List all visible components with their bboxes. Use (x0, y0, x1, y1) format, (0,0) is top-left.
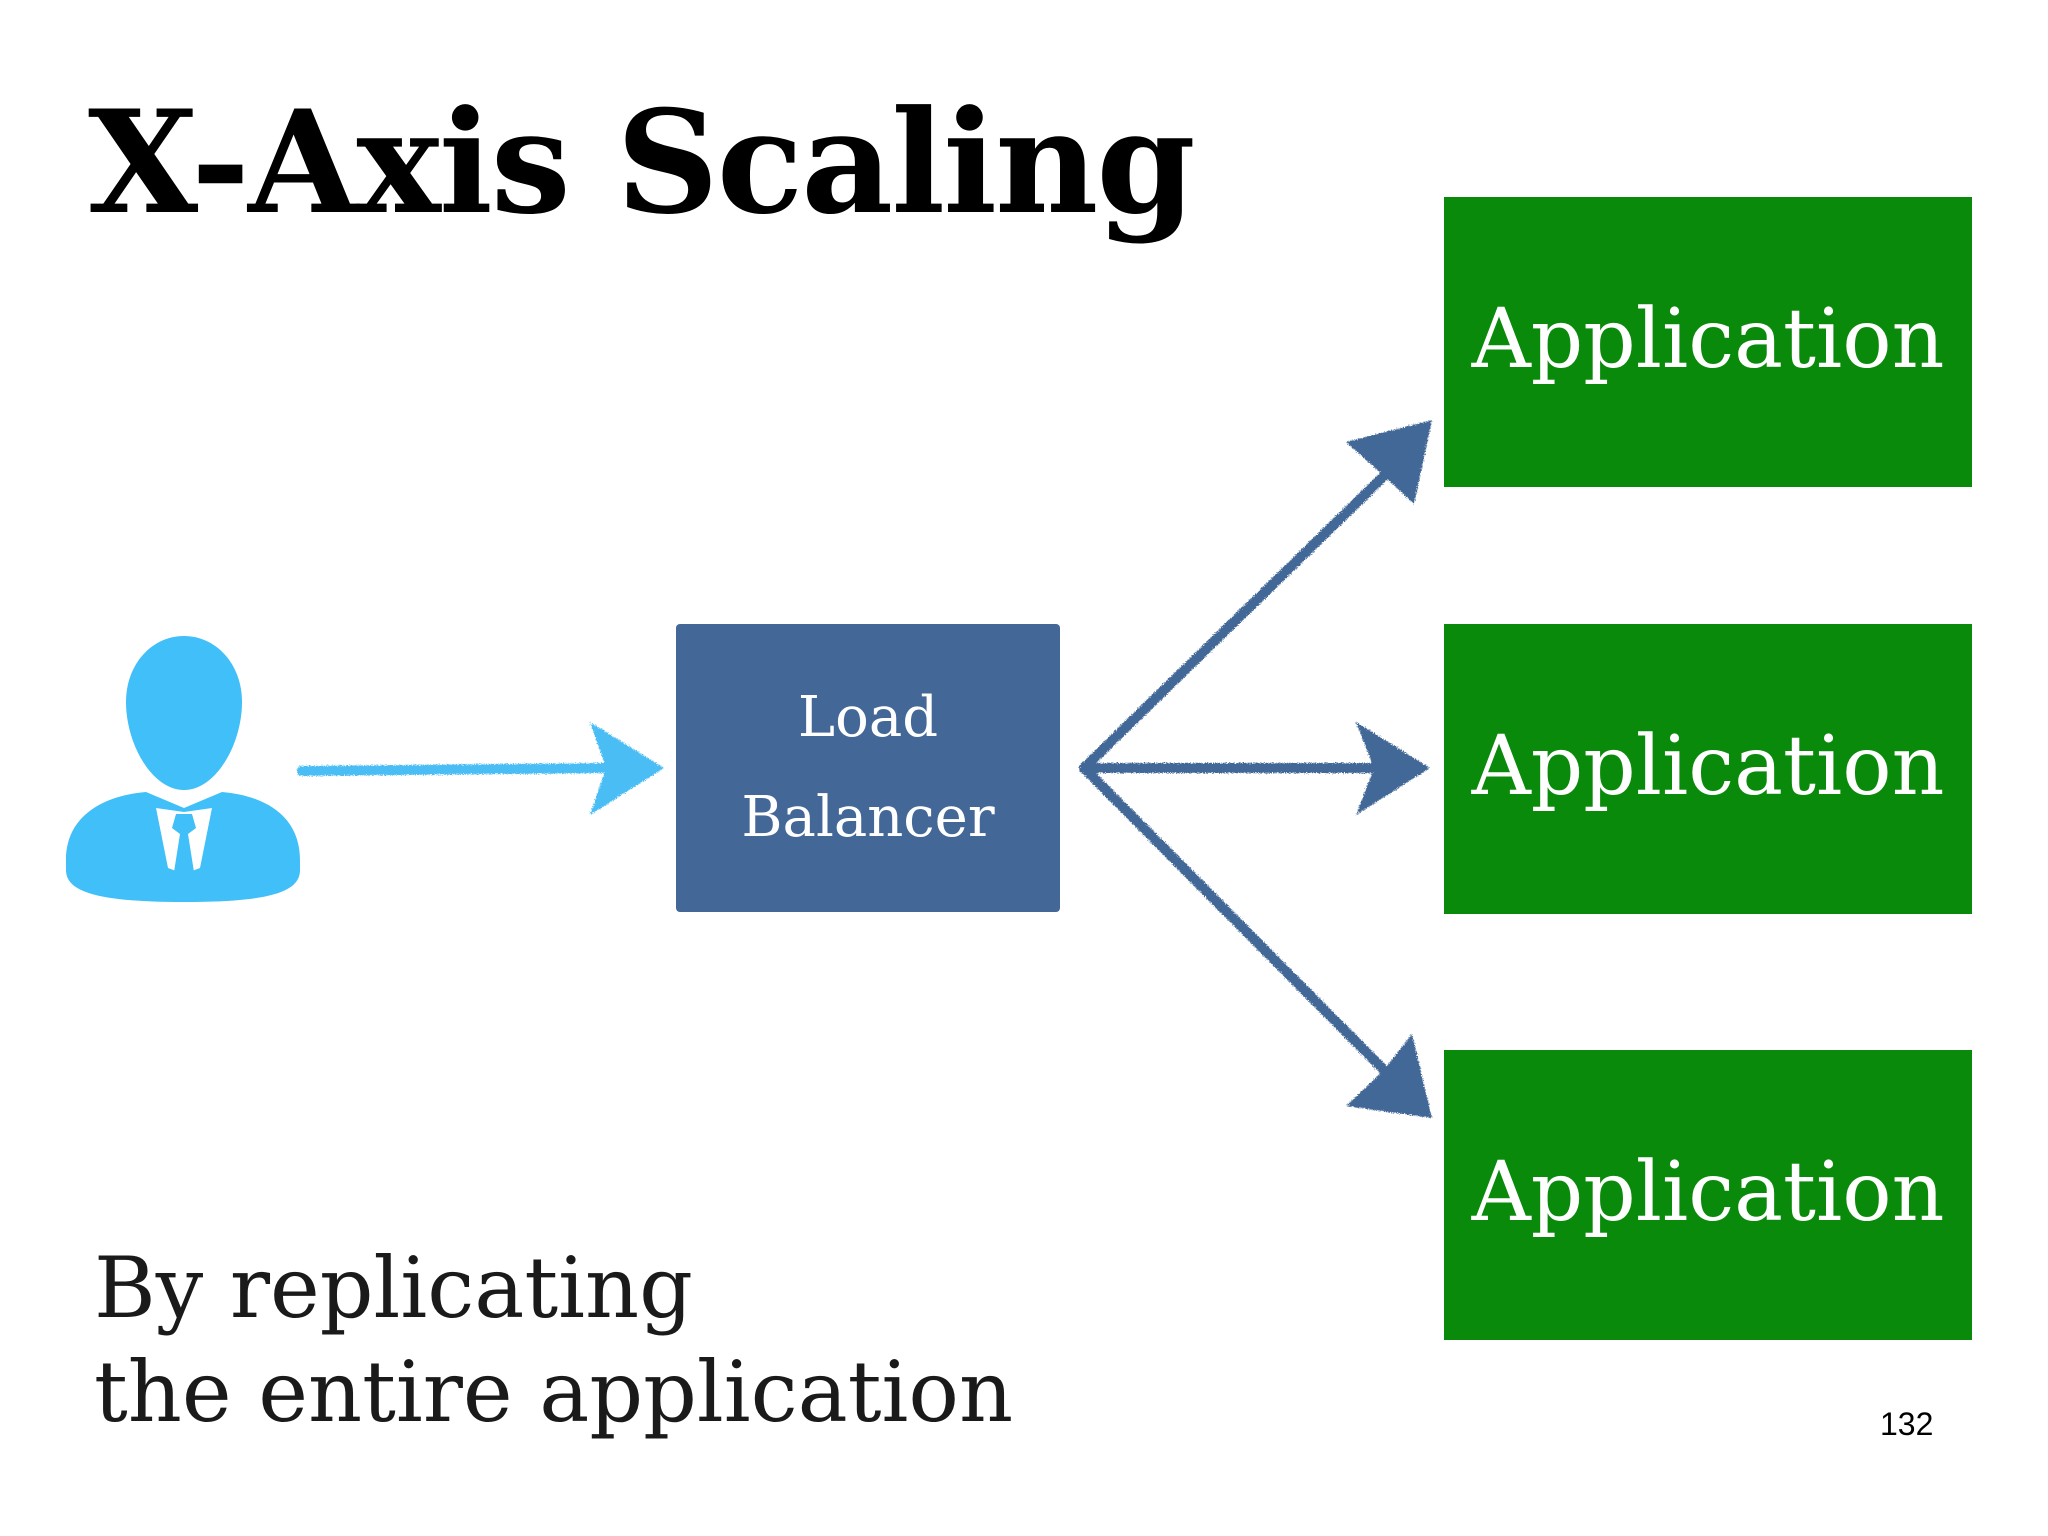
application-label-2: Application (1471, 718, 1945, 814)
load-balancer-box: Load Balancer (676, 624, 1060, 912)
fanout-arrow-bottom (1079, 763, 1432, 1118)
slide-title: X-Axis Scaling (88, 80, 1196, 246)
user-arrow (297, 722, 664, 815)
load-balancer-label-line1: Load (797, 685, 939, 750)
caption-line-2: the entire application (94, 1343, 1014, 1441)
page-number: 132 (1880, 1406, 1934, 1442)
user-arrow-shaft (297, 763, 611, 776)
application-label-1: Application (1471, 291, 1945, 387)
slide-caption: By replicating the entire application (94, 1236, 1013, 1444)
load-balancer-label-line2: Balancer (741, 785, 995, 850)
fanout-arrow-top (1079, 420, 1432, 773)
person-icon (66, 636, 300, 902)
fanout-arrow-top-shaft (1079, 471, 1389, 773)
application-label-3: Application (1471, 1144, 1945, 1240)
person-tie (172, 814, 196, 882)
fanout-arrow-top-head (1346, 420, 1432, 504)
person-head (126, 636, 242, 790)
application-box-3: Application (1444, 1050, 1972, 1340)
application-box-2: Application (1444, 624, 1972, 914)
application-box-1: Application (1444, 197, 1972, 487)
fanout-arrow-middle-head (1356, 722, 1430, 815)
fanout-arrow-bottom-shaft (1079, 763, 1389, 1075)
fanout-arrow-bottom-head (1346, 1034, 1432, 1118)
fanout-arrow-middle (1079, 722, 1430, 815)
user-arrow-head (590, 722, 664, 815)
caption-line-1: By replicating (94, 1239, 693, 1337)
